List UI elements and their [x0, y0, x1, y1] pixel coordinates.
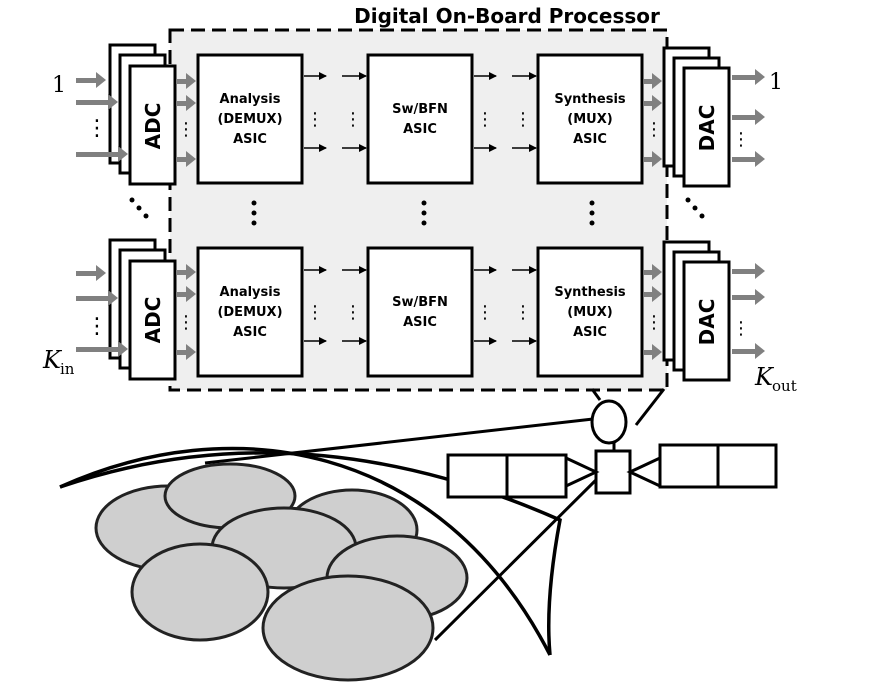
- switch-to-synthesis-arrows-bottom: [474, 266, 537, 345]
- chain-continuation-dots: [129, 197, 705, 226]
- analysis-line2-bottom: (DEMUX): [217, 305, 282, 320]
- adc-output-arrows-bottom: ⋮: [176, 264, 196, 360]
- input-arrows-top: ⋮: [76, 72, 128, 162]
- switch-to-synthesis-arrows-top: [474, 72, 537, 152]
- satellite-left-connector: [564, 455, 600, 489]
- zoom-line-left: [590, 388, 602, 401]
- output-label-k: K: [754, 363, 775, 391]
- input-label-sub: in: [60, 360, 75, 378]
- input-label-last: K in: [42, 346, 75, 378]
- svg-text:⋮: ⋮: [177, 312, 195, 333]
- beam-7: [261, 574, 435, 682]
- synthesis-line3-top: ASIC: [573, 132, 607, 147]
- chain-bottom: ADC ⋮ ⋮ Analysis (DEMUX) ASIC ⋮ ⋮: [76, 238, 765, 382]
- output-label-first: 1: [769, 70, 783, 95]
- output-label-last: K out: [754, 363, 797, 395]
- svg-text:⋮: ⋮: [645, 312, 663, 333]
- analysis-asic-top: [196, 53, 304, 185]
- zoom-line-right: [634, 388, 666, 426]
- analysis-line3-top: ASIC: [233, 132, 267, 147]
- beam-footprints: [94, 462, 469, 682]
- analysis-line2-top: (DEMUX): [217, 112, 282, 127]
- analysis-line1-top: Analysis: [220, 92, 281, 107]
- svg-text:⋮: ⋮: [645, 119, 663, 140]
- earth-curve: [59, 446, 552, 656]
- svg-text:⋮: ⋮: [86, 314, 108, 339]
- processor-title: Digital On-Board Processor: [354, 4, 660, 28]
- adc-output-arrows-top: ⋮: [176, 73, 196, 167]
- switch-line1-bottom: Sw/BFN: [392, 295, 448, 310]
- switch-line1-top: Sw/BFN: [392, 102, 448, 117]
- synthesis-asic-top: [536, 53, 644, 185]
- adc-label-top: ADC: [141, 103, 165, 150]
- dac-input-arrows-bottom: ⋮: [644, 264, 663, 360]
- dac-label-bottom: DAC: [695, 299, 719, 346]
- input-label-k: K: [42, 346, 63, 374]
- adc-stack-top: ADC: [108, 43, 177, 186]
- chain-top: ADC ⋮ ⋮ Analysis (DEMUX) ASIC ⋮ ⋮: [76, 43, 765, 188]
- input-arrows-bottom: ⋮: [76, 265, 128, 357]
- switch-asic-top: [366, 53, 474, 185]
- dac-label-top: DAC: [695, 105, 719, 152]
- svg-text:⋮: ⋮: [344, 109, 362, 130]
- svg-text:⋮: ⋮: [344, 302, 362, 323]
- dac-stack-bottom: DAC: [662, 240, 731, 382]
- synthesis-line2-top: (MUX): [567, 112, 612, 127]
- adc-label-bottom: ADC: [141, 297, 165, 344]
- synthesis-line3-bottom: ASIC: [573, 325, 607, 340]
- analysis-line1-bottom: Analysis: [220, 285, 281, 300]
- svg-text:⋮: ⋮: [86, 116, 108, 141]
- satellite-body: [594, 449, 632, 495]
- adc-stack-bottom: ADC: [108, 238, 177, 381]
- satellite-right-connector: [626, 455, 662, 489]
- svg-text:⋮: ⋮: [306, 109, 324, 130]
- svg-text:⋮: ⋮: [476, 109, 494, 130]
- svg-text:⋮: ⋮: [177, 119, 195, 140]
- analysis-asic-bottom: [196, 246, 304, 378]
- output-label-sub: out: [772, 377, 797, 395]
- analysis-to-switch-arrows-bottom: [304, 266, 367, 345]
- coverage-line-left: [204, 416, 603, 465]
- synthesis-asic-bottom: [536, 246, 644, 378]
- dac-input-arrows-top: ⋮: [644, 73, 663, 167]
- beam-5: [130, 542, 270, 642]
- coverage-line-right: [433, 468, 608, 642]
- dac-stack-top: DAC: [662, 46, 731, 188]
- synthesis-line1-top: Synthesis: [554, 92, 626, 107]
- output-arrows-bottom: ⋮: [732, 263, 765, 359]
- satellite-antenna: [590, 399, 628, 445]
- output-arrows-top: ⋮: [732, 69, 765, 167]
- switch-asic-bottom: [366, 246, 474, 378]
- svg-text:⋮: ⋮: [514, 302, 532, 323]
- svg-text:⋮: ⋮: [732, 129, 750, 150]
- synthesis-line1-bottom: Synthesis: [554, 285, 626, 300]
- svg-text:⋮: ⋮: [476, 302, 494, 323]
- switch-line2-top: ASIC: [403, 122, 437, 137]
- analysis-line3-bottom: ASIC: [233, 325, 267, 340]
- synthesis-line2-bottom: (MUX): [567, 305, 612, 320]
- satellite-icon: [446, 399, 778, 499]
- switch-line2-bottom: ASIC: [403, 315, 437, 330]
- svg-text:⋮: ⋮: [514, 109, 532, 130]
- input-label-first: 1: [52, 73, 66, 98]
- svg-text:⋮: ⋮: [732, 318, 750, 339]
- analysis-to-switch-arrows-top: [304, 72, 367, 152]
- svg-text:⋮: ⋮: [306, 302, 324, 323]
